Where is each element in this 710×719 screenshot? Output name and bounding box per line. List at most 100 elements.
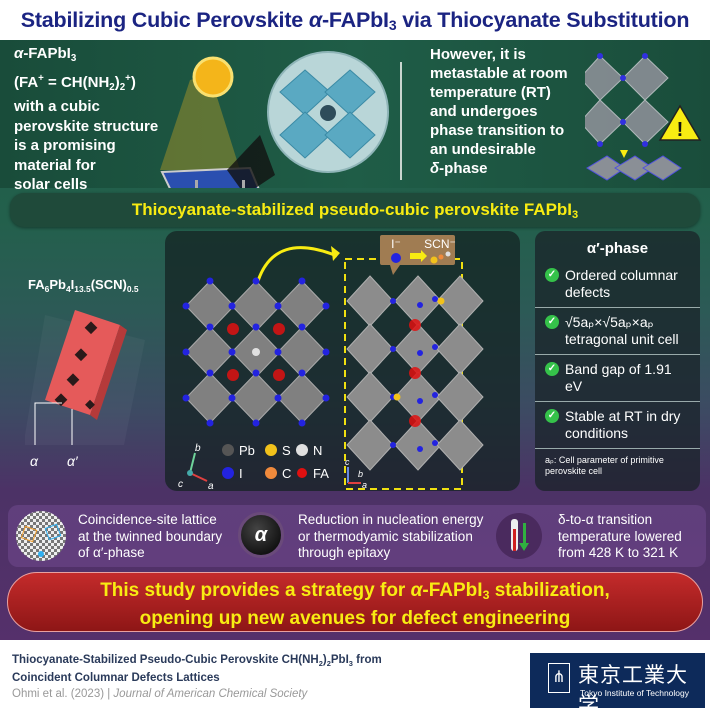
title-text: -FAPbI [321,8,389,32]
check-icon: ✓ [545,362,559,376]
fa-cation [273,369,285,381]
sunlight-beam [160,75,240,170]
octahedron [346,275,394,327]
iodide-atom [390,442,396,448]
alpha-badge-icon: α [238,512,284,558]
fa-cation [227,323,239,335]
legend-fa-swatch [297,468,307,478]
legend-pb-swatch [222,444,234,456]
legend-i-swatch [222,467,234,479]
curved-arrow-icon [256,246,338,282]
octahedron [436,419,484,471]
octahedron [231,372,281,424]
iodide-atom [432,296,438,302]
iodide-atom [274,394,282,402]
page-title: Stabilizing Cubic Perovskite α-FAPbI3 vi… [0,0,710,40]
footnote: aₚ: Cell parameter of primitive perovski… [545,455,664,476]
check-icon: ✓ [545,268,559,282]
iodide-atom [390,298,396,304]
solar-illustration [160,51,389,188]
iodide-atom [432,344,438,350]
svg-text:c: c [178,479,183,490]
finding-3: δ-to-α transition temperature lowered fr… [558,512,682,560]
iodide-atom [432,440,438,446]
svg-text:b: b [358,469,363,479]
svg-text:b: b [195,443,201,454]
fa-cation [273,323,285,335]
feature-item: ✓√5aₚ×√5aₚ×aₚ tetragonal unit cell [535,308,700,355]
conclusion-banner: This study provides a strategy for α-FAP… [7,572,703,632]
iodide-atom [298,323,306,331]
iodide-atom [274,348,282,356]
feature-item: ✓Ordered columnar defects [535,261,700,308]
scn-atom [252,348,260,356]
octahedron [436,323,484,375]
sulfur-atom [437,297,445,305]
iodide-atom [390,346,396,352]
iodide-atom [417,350,423,356]
thermometer-icon [496,513,542,559]
iodide-atom [417,302,423,308]
journal-link: Journal of American Chemical Society [113,688,308,700]
check-icon: ✓ [545,315,559,329]
octahedron [346,323,394,375]
iodide-atom [206,419,214,427]
citation: Ohmi et al. (2023) | Journal of American… [12,688,308,700]
iodide-atom [322,394,330,402]
section-banner: Thiocyanate-stabilized pseudo-cubic pero… [10,193,700,227]
feature-item: ✓Band gap of 1.91 eV [535,355,700,402]
chemical-formula: FA6Pb4I13.5(SCN)0.5 [28,277,139,294]
iodide-atom [182,348,190,356]
iodide-atom [252,277,260,285]
iodide-atom [228,302,236,310]
university-logo: ⋔ 東京工業大学 Tokyo Institute of Technology [530,653,705,717]
svg-text:a: a [208,481,214,491]
octahedron [277,372,327,424]
axes-indicator-left: b a c [178,443,214,491]
iodide-atom [432,392,438,398]
lattice-icon [16,511,66,561]
iodide-atom [252,369,260,377]
octahedron [346,371,394,423]
svg-text:c: c [345,457,350,467]
crystal-structure: I⁻ SCN⁻ bac cba Pb S N I C FA [178,235,484,491]
block-label-alpha-prime: α′ [67,453,78,469]
finding-1: Coincidence-site lattice at the twinned … [78,512,223,560]
iodide-atom [417,446,423,452]
ion-thiocyanate-label: SCN⁻ [424,237,456,251]
iodide-atom [252,323,260,331]
legend-s-swatch [265,444,277,456]
iodide-atom [322,348,330,356]
svg-text:a: a [362,480,367,490]
svg-text:I: I [239,466,243,481]
right-arrow-icon [410,250,427,262]
findings-row [8,505,706,567]
columnar-defect-block [25,310,145,445]
svg-text:N: N [313,443,322,458]
iodide-atom [228,348,236,356]
phase-transition-illustration: ! [585,53,702,181]
side-heading: α′-phase [586,240,649,257]
legend-n-swatch [296,444,308,456]
title-sub: 3 [388,17,397,33]
down-arrow-icon [620,150,628,158]
svg-text:FA: FA [313,466,329,481]
check-icon: ✓ [545,409,559,423]
paper-title: Thiocyanate-Stabilized Pseudo-Cubic Pero… [12,654,382,684]
iodide-atom [182,394,190,402]
swallow-emblem-icon: ⋔ [548,663,570,693]
iodide-atom [206,323,214,331]
sun-icon [192,56,234,98]
fa-cation [409,319,421,331]
iodide-atom [417,398,423,404]
iodide-atom [298,369,306,377]
svg-text:!: ! [677,119,684,141]
iodide-atom [182,302,190,310]
feature-item: ✓Stable at RT in dry conditions [535,402,700,449]
iodide-atom [252,419,260,427]
iodide-atom [322,302,330,310]
svg-text:S: S [282,443,291,458]
finding-2: Reduction in nucleation energy or thermo… [298,512,484,560]
